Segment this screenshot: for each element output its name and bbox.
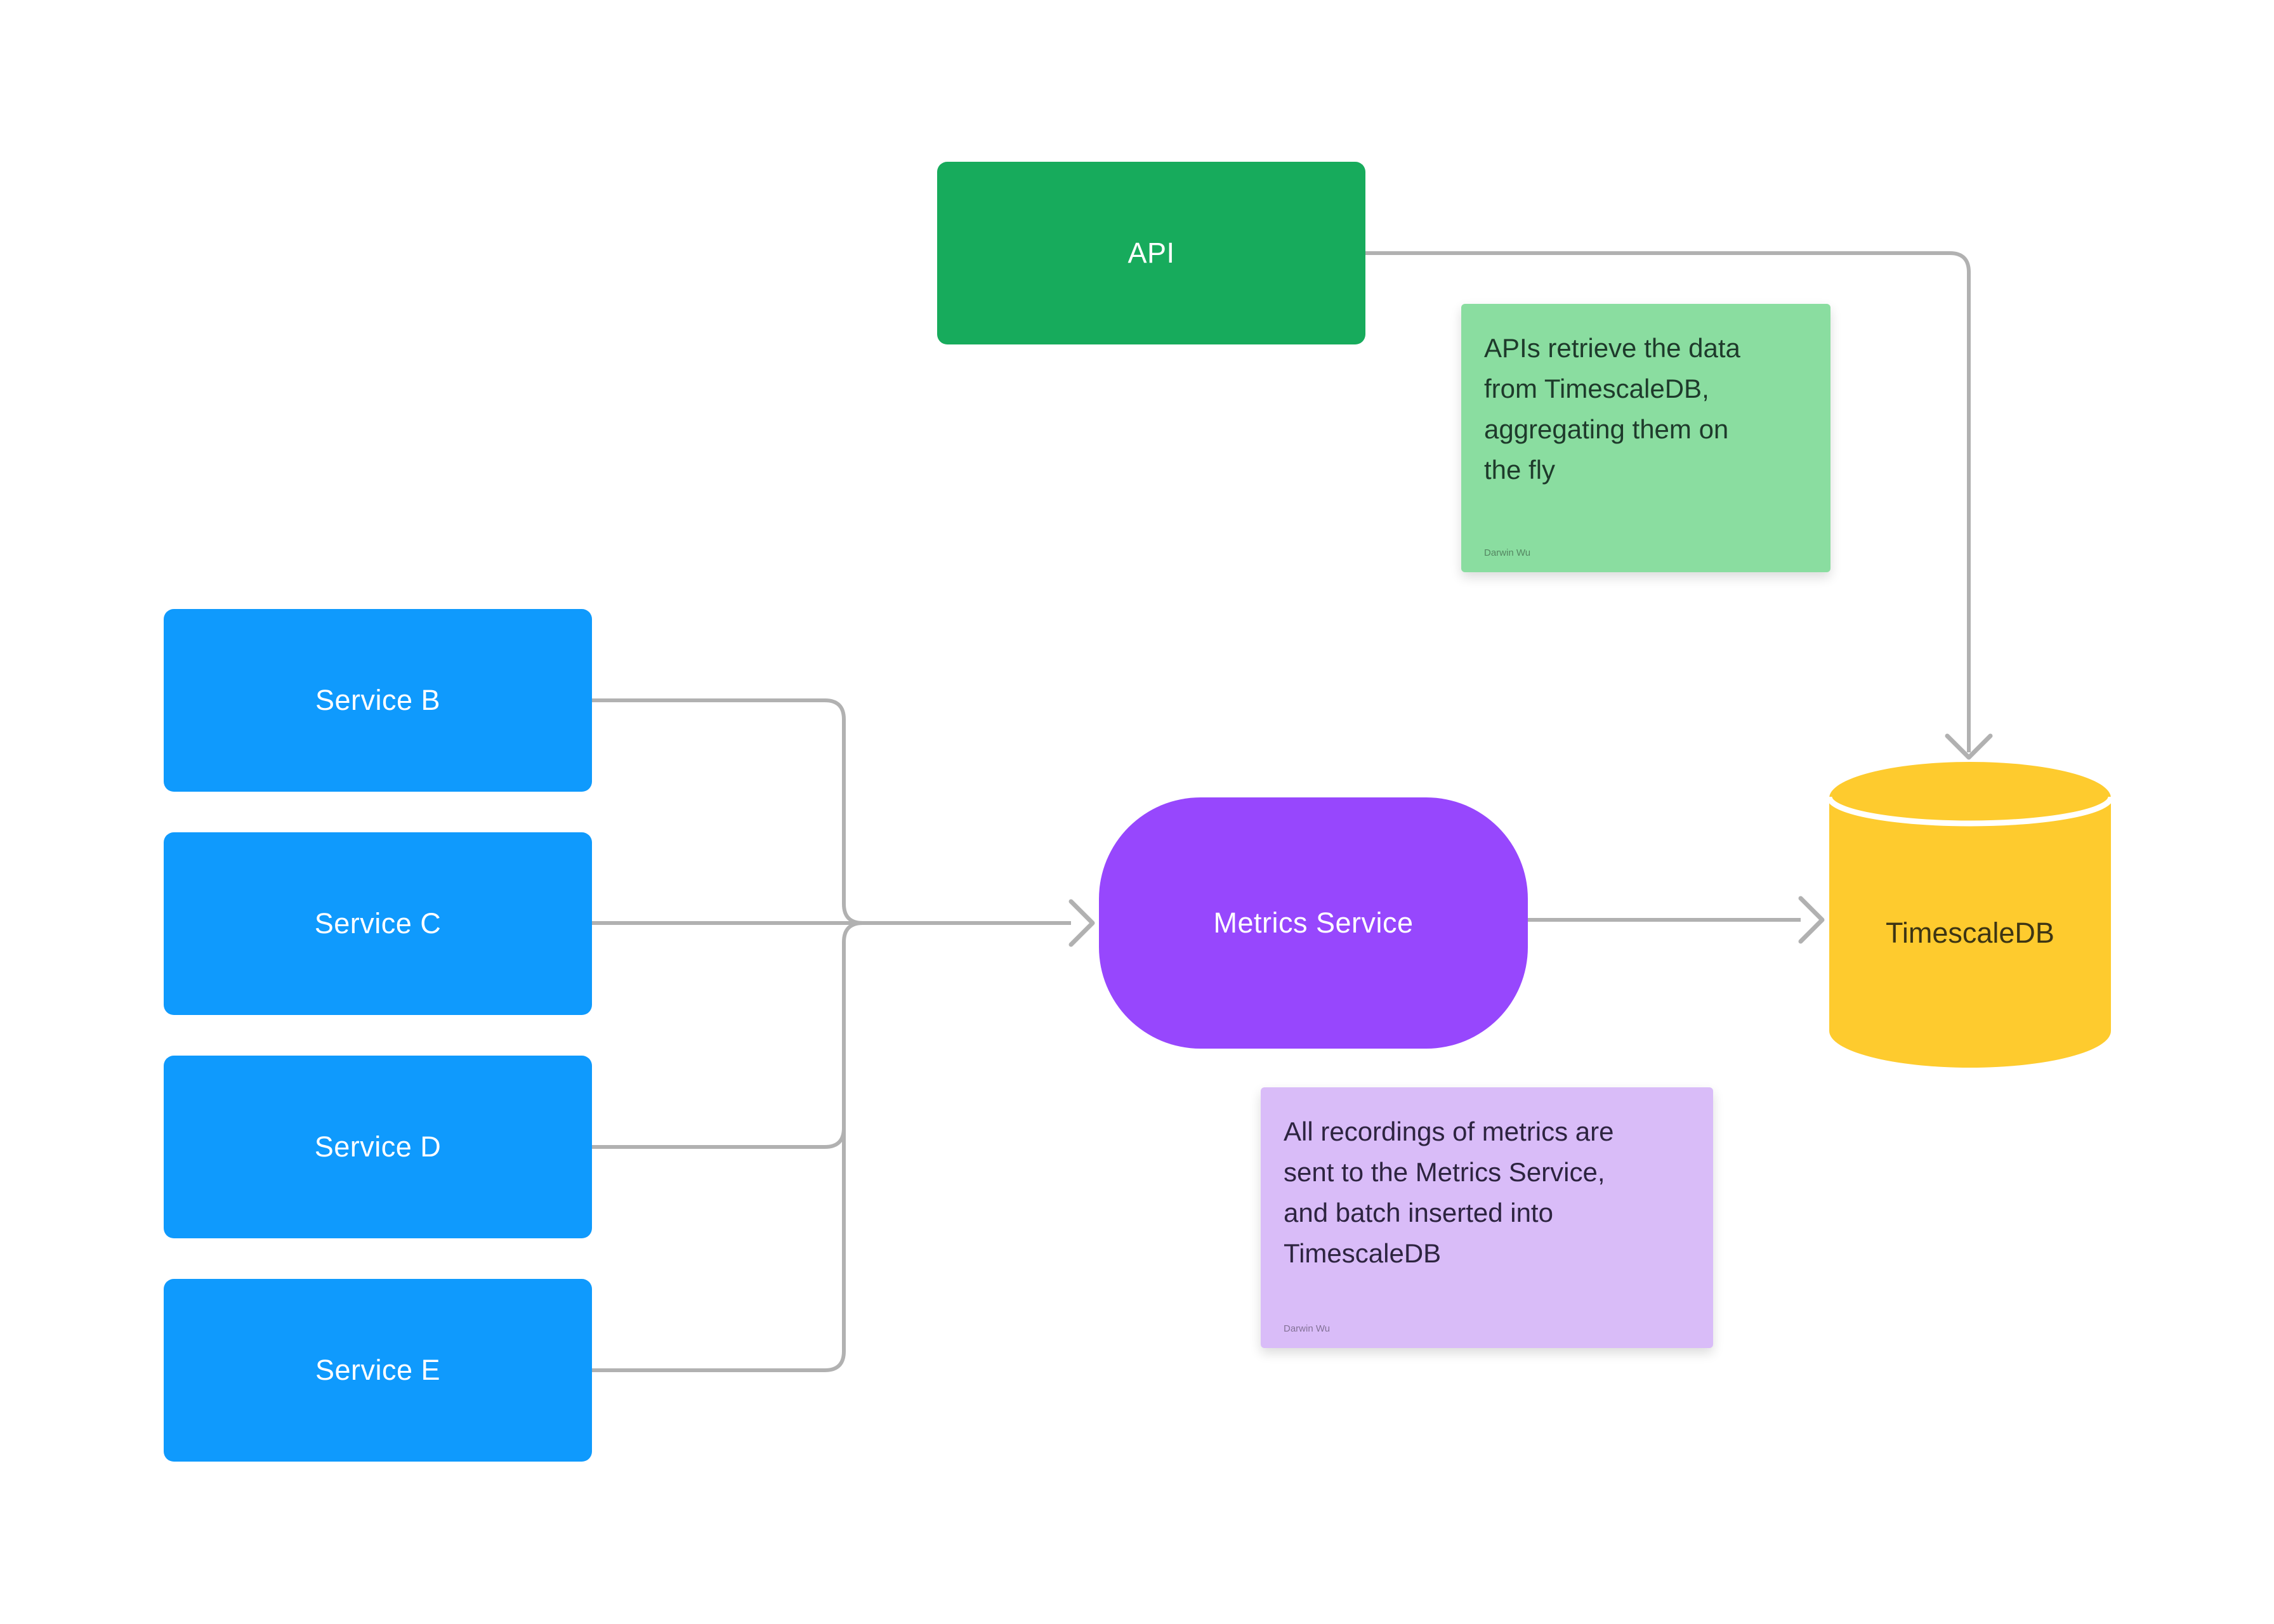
node-api-label: API bbox=[1127, 237, 1175, 269]
node-api[interactable]: API bbox=[937, 162, 1365, 344]
node-metrics-service[interactable]: Metrics Service bbox=[1099, 797, 1528, 1049]
connector-api-to-timescaledb[interactable] bbox=[1365, 251, 1971, 752]
node-service-b-label: Service B bbox=[315, 684, 441, 716]
arrowhead-right-icon bbox=[1798, 896, 1825, 944]
node-service-d-label: Service D bbox=[314, 1130, 442, 1163]
node-service-e[interactable]: Service E bbox=[164, 1279, 592, 1462]
sticky-note-api-author: Darwin Wu bbox=[1484, 547, 1531, 558]
connector-service-e[interactable] bbox=[592, 942, 846, 1372]
sticky-note-metrics-author: Darwin Wu bbox=[1284, 1323, 1331, 1334]
timescaledb-cylinder[interactable] bbox=[1826, 762, 2114, 1068]
connector-service-d[interactable] bbox=[592, 921, 864, 1149]
node-service-c[interactable]: Service C bbox=[164, 832, 592, 1015]
sticky-note-api-text: APIs retrieve the data from TimescaleDB,… bbox=[1484, 333, 1740, 485]
sticky-note-api[interactable]: APIs retrieve the data from TimescaleDB,… bbox=[1461, 304, 1830, 572]
node-metrics-service-label: Metrics Service bbox=[1213, 907, 1414, 939]
sticky-note-metrics[interactable]: All recordings of metrics are sent to th… bbox=[1261, 1087, 1713, 1348]
sticky-note-metrics-text: All recordings of metrics are sent to th… bbox=[1284, 1116, 1614, 1268]
connector-service-b[interactable] bbox=[592, 698, 864, 925]
node-service-b[interactable]: Service B bbox=[164, 609, 592, 792]
node-service-c-label: Service C bbox=[314, 907, 442, 940]
node-service-e-label: Service E bbox=[315, 1354, 441, 1386]
node-timescaledb-label[interactable]: TimescaleDB bbox=[1886, 917, 2054, 949]
arrowhead-right-icon bbox=[1068, 899, 1095, 947]
arrowhead-down-icon bbox=[1945, 733, 1993, 760]
node-service-d[interactable]: Service D bbox=[164, 1056, 592, 1238]
